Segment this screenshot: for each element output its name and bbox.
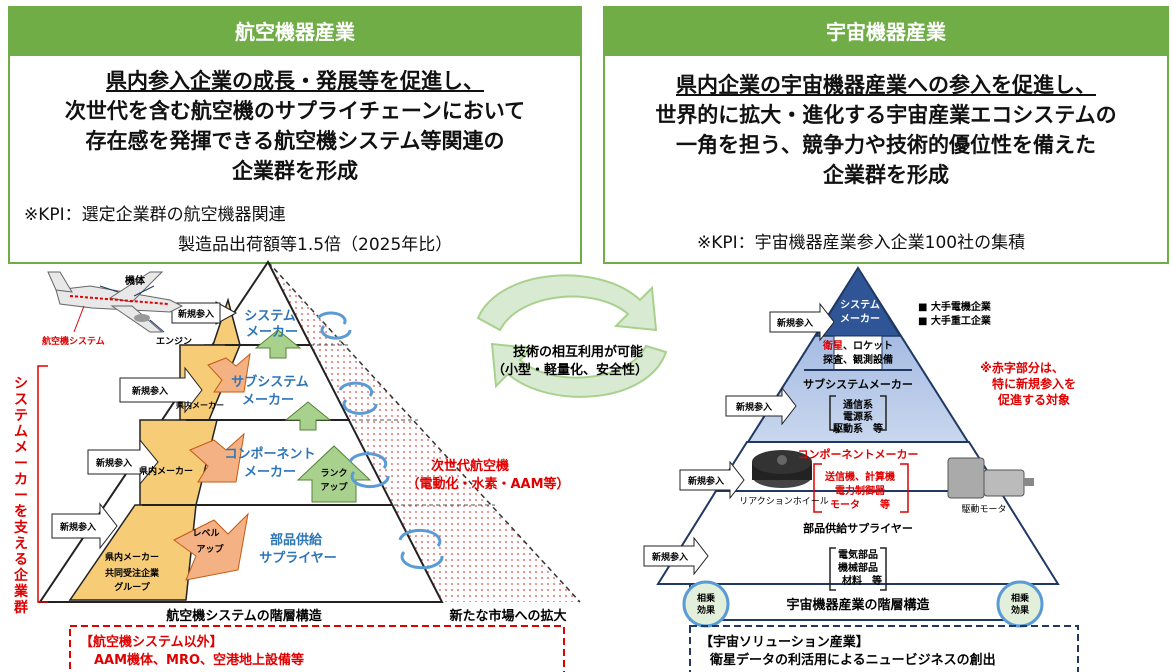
aircraft-goal-line: 県内参入企業の成長・発展等を促進し、 bbox=[106, 69, 484, 93]
new-entry-label: 新規参入 bbox=[688, 475, 724, 487]
space-parts-item: 機械部品 bbox=[838, 561, 878, 574]
space-solution-box bbox=[689, 625, 1079, 672]
space-bullet: ■ 大手重工企業 bbox=[918, 314, 992, 327]
tier-parts-supplier: 部品供給 bbox=[270, 532, 323, 548]
reaction-wheel-icon bbox=[752, 450, 812, 488]
airplane-label-engine: エンジン bbox=[156, 336, 192, 347]
new-entry-label: 新規参入 bbox=[132, 385, 168, 397]
mutual-use-line1: 技術の相互利用が可能 bbox=[513, 344, 643, 360]
reaction-wheel-label: リアクションホイール bbox=[739, 496, 829, 507]
market-expansion-label: 新たな市場への拡大 bbox=[449, 608, 566, 624]
space-goal-box: 県内企業の宇宙機器産業への参入を促進し、 世界的に拡大・進化する宇宙産業エコシス… bbox=[603, 54, 1169, 264]
space-kpi: ※KPI：宇宙機器産業参入企業100社の集積 bbox=[697, 233, 1026, 253]
space-top-tier: メーカー bbox=[840, 313, 880, 325]
new-entry-label: 新規参入 bbox=[178, 308, 214, 320]
new-entry-label: 新規参入 bbox=[777, 317, 813, 329]
cycle-icon bbox=[316, 311, 444, 570]
local-maker-label: グループ bbox=[114, 581, 150, 593]
space-comp-item: 送信機、計算機 bbox=[824, 470, 895, 483]
tier-subsystem-maker: メーカー bbox=[242, 393, 294, 408]
next-gen-aircraft: （電動化・水素・AAM等） bbox=[406, 476, 569, 492]
level-up-label: アップ bbox=[196, 543, 224, 555]
tier-component-maker: コンポーネント bbox=[224, 446, 315, 462]
new-entry-label: 新規参入 bbox=[96, 457, 132, 469]
aircraft-pyramid bbox=[38, 260, 581, 603]
space-sub-item: 電源系 bbox=[843, 410, 873, 423]
space-comp-item: 電力制御器 bbox=[835, 484, 886, 497]
synergy-icon bbox=[682, 580, 1044, 628]
aircraft-other-box bbox=[69, 625, 565, 672]
mutual-use-cycle-icon bbox=[476, 274, 668, 398]
synergy-label: 効果 bbox=[1011, 604, 1030, 616]
new-entry-arrow bbox=[171, 301, 238, 325]
expansion-edge bbox=[267, 261, 581, 603]
rank-up-label: アップ bbox=[320, 481, 348, 493]
space-solution-text: 衛星データの利活用によるニュービジネスの創出 bbox=[709, 652, 996, 668]
space-comp-item: モータ 等 bbox=[830, 498, 890, 511]
new-entry-label: 新規参入 bbox=[652, 551, 688, 563]
space-pyramid bbox=[643, 266, 1060, 628]
next-gen-aircraft: 次世代航空機 bbox=[431, 458, 509, 474]
tier-system-maker: システム bbox=[244, 309, 296, 324]
aircraft-goal-line: 次世代を含む航空機のサプライチェーンにおいて bbox=[64, 99, 526, 123]
space-parts-title: 部品供給サプライヤー bbox=[803, 521, 913, 535]
space-parts-item: 材料 等 bbox=[842, 574, 882, 587]
supporting-companies-label: システムメーカーを支える企業群 bbox=[14, 376, 28, 616]
local-maker-label: 県内メーカー bbox=[139, 465, 193, 477]
aircraft-pyramid-caption: 航空機システムの階層構造 bbox=[166, 608, 323, 624]
synergy-label: 効果 bbox=[697, 604, 716, 616]
local-maker-label: 共同受注企業 bbox=[105, 567, 160, 579]
side-bracket bbox=[37, 365, 48, 603]
drive-motor-icon bbox=[947, 457, 1034, 499]
level-up-arrow bbox=[173, 512, 249, 581]
airplane-label-system: 航空機システム bbox=[42, 335, 105, 347]
aircraft-kpi-line1: ※KPI：選定企業群の航空機器関連 bbox=[24, 205, 286, 225]
space-bullet: ■ 大手電機企業 bbox=[918, 300, 992, 313]
airplane-label-body: 機体 bbox=[125, 274, 146, 287]
new-entry-label: 新規参入 bbox=[60, 521, 96, 533]
space-header: 宇宙機器産業 bbox=[603, 6, 1169, 54]
new-entry-label: 新規参入 bbox=[736, 401, 772, 413]
local-maker-label: 県内メーカー bbox=[105, 551, 159, 563]
space-comp-title: コンポーネントメーカー bbox=[798, 447, 919, 461]
aircraft-other-title: 【航空機システム以外】 bbox=[80, 634, 223, 650]
red-note: 促進する対象 bbox=[997, 392, 1070, 407]
aircraft-goal-line: 企業群を形成 bbox=[232, 159, 358, 183]
aircraft-goal-line: 存在感を発揮できる航空機システム等関連の bbox=[85, 129, 505, 153]
tier-component-maker: メーカー bbox=[244, 465, 296, 480]
red-note: ※赤字部分は、 bbox=[980, 360, 1064, 375]
space-goal-line: 県内企業の宇宙機器産業への参入を促進し、 bbox=[676, 73, 1096, 97]
space-solution-title: 【宇宙ソリューション産業】 bbox=[700, 634, 869, 650]
local-maker-label: 県内メーカー bbox=[176, 400, 224, 410]
space-sub-item: 駆動系 等 bbox=[832, 422, 883, 435]
space-goal-line: 企業群を形成 bbox=[823, 163, 949, 187]
space-top-products: 衛星、ロケット bbox=[822, 339, 893, 352]
tier-system-maker: メーカー bbox=[246, 325, 298, 340]
space-top-tier: システム bbox=[840, 299, 880, 311]
level-up-label: レベル bbox=[192, 528, 219, 539]
tier-parts-supplier: サプライヤー bbox=[259, 551, 337, 566]
aircraft-kpi-line2: 製造品出荷額等1.5倍（2025年比） bbox=[178, 235, 453, 255]
aircraft-other-items: AAM機体、MRO、空港地上設備等 bbox=[94, 652, 304, 668]
space-goal-line: 一角を担う、競争力や技術的優位性を備えた bbox=[676, 133, 1096, 157]
rank-up-label: ランク bbox=[320, 468, 347, 479]
aircraft-goal-box: 県内参入企業の成長・発展等を促進し、 次世代を含む航空機のサプライチェーンにおい… bbox=[8, 54, 582, 264]
airplane-icon bbox=[47, 271, 184, 333]
synergy-label: 相乗 bbox=[1011, 592, 1030, 604]
drive-motor-label: 駆動モータ bbox=[961, 504, 1006, 515]
space-sub-title: サブシステムメーカー bbox=[803, 377, 913, 391]
synergy-label: 相乗 bbox=[697, 592, 716, 604]
space-top-products: 探査、観測設備 bbox=[823, 353, 893, 366]
rank-up-arrow bbox=[296, 445, 372, 503]
space-pyramid-caption: 宇宙機器産業の階層構造 bbox=[786, 597, 930, 613]
mutual-use-line2: （小型・軽量化、安全性） bbox=[492, 362, 648, 378]
space-goal-line: 世界的に拡大・進化する宇宙産業エコシステムの bbox=[655, 103, 1117, 127]
red-note: 特に新規参入を bbox=[992, 376, 1076, 391]
aircraft-header: 航空機器産業 bbox=[8, 6, 582, 54]
space-sub-item: 通信系 bbox=[843, 398, 873, 411]
space-parts-item: 電気部品 bbox=[838, 548, 878, 561]
tier-subsystem-maker: サブシステム bbox=[231, 374, 309, 390]
